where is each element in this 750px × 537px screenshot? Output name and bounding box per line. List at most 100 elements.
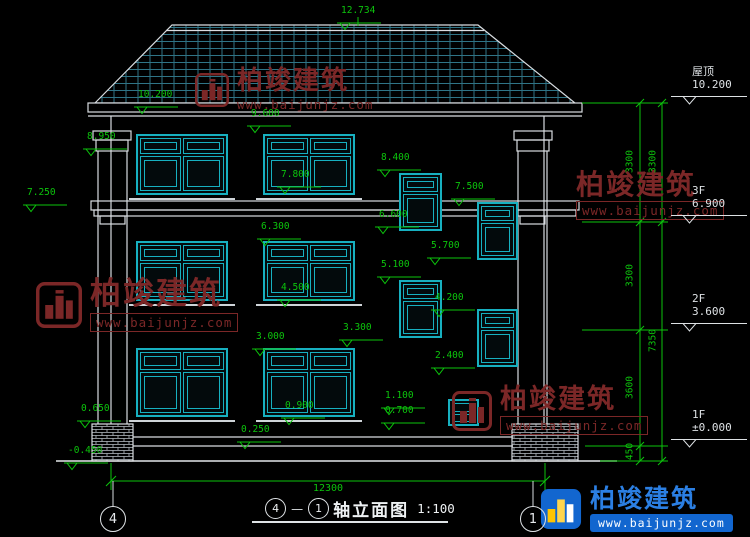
elevation-marker: 6.600	[374, 210, 420, 239]
window-pane	[267, 372, 308, 413]
window-pane	[183, 138, 224, 154]
watermark-brand: 柏竣建筑	[576, 168, 697, 201]
title-dash: —	[291, 501, 304, 516]
window-sill	[256, 420, 362, 422]
floor-elevation: 10.200	[692, 78, 732, 91]
elevation-marker: 0.250	[236, 425, 282, 454]
elevation-marker: 9.600	[246, 109, 292, 138]
axis-leader-lines	[112, 481, 534, 506]
title-bubble-4: 4	[265, 498, 287, 519]
watermark-brand: 柏竣建筑	[590, 484, 699, 513]
watermark: 柏竣建筑 www.baijunjz.com	[452, 384, 649, 436]
watermark-url: www.baijunjz.com	[590, 514, 733, 533]
elevation-value: 7.500	[455, 181, 484, 192]
elevation-value: 6.600	[379, 209, 408, 220]
window-pane	[267, 138, 308, 154]
elevation-marker: 7.250	[22, 188, 68, 217]
elevation-value: 9.600	[251, 108, 280, 119]
window	[263, 134, 355, 195]
watermark-logo-footer: 柏竣建筑 www.baijunjz.com	[540, 484, 733, 533]
elevation-marker: 4.200	[430, 293, 476, 322]
level-symbol-icon	[252, 348, 296, 357]
elevation-marker: 3.300	[338, 323, 384, 352]
level-symbol-icon	[671, 439, 747, 448]
eave-fascia	[87, 102, 583, 113]
elevation-value: 3.300	[343, 322, 372, 333]
window-pane	[267, 245, 308, 261]
level-symbol-icon	[381, 407, 425, 416]
window-pane	[267, 352, 308, 371]
elevation-value: 12.734	[341, 5, 376, 16]
level-symbol-icon	[281, 417, 325, 426]
title-bubble-1: 1	[308, 498, 330, 519]
dimension-label: 3600	[624, 376, 636, 399]
window-pane	[140, 138, 181, 154]
elevation-marker: 4.500	[276, 283, 322, 312]
window-pane	[481, 206, 514, 221]
window-sill	[256, 198, 362, 200]
walls	[110, 116, 545, 424]
elevation-marker: 0.650	[76, 404, 122, 433]
elevation-value: 5.700	[431, 240, 460, 251]
dimension-label: 3300	[624, 264, 636, 287]
window-pane	[140, 372, 181, 413]
window-pane	[481, 330, 514, 363]
elevation-value: 8.950	[87, 131, 116, 142]
level-symbol-icon	[337, 22, 381, 31]
elevation-marker: 7.500	[450, 182, 496, 211]
level-symbol-icon	[134, 106, 178, 115]
floor-label: 3F	[692, 184, 706, 197]
floor-label: 2F	[692, 292, 706, 305]
level-symbol-icon	[377, 169, 421, 178]
dimension-lines	[105, 17, 668, 490]
window	[477, 309, 518, 367]
watermark: 柏竣建筑 www.baijunjz.com	[36, 276, 239, 332]
elevation-value: 4.500	[281, 282, 310, 293]
title-text: 轴立面图	[333, 501, 410, 521]
window-pane	[183, 245, 224, 261]
watermark-brand: 柏竣建筑	[90, 276, 222, 312]
elevation-value: 6.300	[261, 221, 290, 232]
floor-level-marker: 1F±0.000	[670, 408, 750, 453]
floor-elevation: 3.600	[692, 305, 726, 318]
window	[136, 348, 228, 417]
window	[399, 280, 442, 338]
elevation-marker: 5.700	[426, 241, 472, 270]
window-pane	[310, 155, 351, 191]
elevation-marker: 7.800	[276, 170, 322, 199]
elevation-value: 0.250	[241, 424, 270, 435]
watermark-brand: 柏竣建筑	[237, 66, 350, 96]
level-symbol-icon	[339, 339, 383, 348]
dimension-label: 450	[624, 442, 636, 461]
elevation-value: 7.250	[27, 187, 56, 198]
window	[136, 241, 228, 301]
watermark-brand: 柏竣建筑	[500, 384, 616, 415]
elevation-marker: 8.950	[82, 132, 128, 161]
level-symbol-icon	[431, 367, 475, 376]
level-symbol-icon	[431, 309, 475, 318]
window-pane	[403, 301, 438, 334]
watermark-logo-icon	[452, 390, 492, 431]
level-symbol-icon	[64, 462, 108, 471]
window-pane	[183, 352, 224, 371]
level-symbol-icon	[77, 420, 121, 429]
level-symbol-icon	[381, 422, 425, 431]
elevation-marker: 12.734	[336, 6, 382, 35]
window-sill	[129, 420, 235, 422]
axis-bubble-1: 1	[520, 506, 546, 532]
elevation-value: 0.700	[385, 405, 414, 416]
window-pane	[310, 245, 351, 261]
window-pane	[140, 352, 181, 371]
elevation-value: 7.800	[281, 169, 310, 180]
elevation-value: 8.400	[381, 152, 410, 163]
level-symbol-icon	[247, 125, 291, 134]
level-symbol-icon	[671, 323, 747, 332]
elevation-value: 0.650	[81, 403, 110, 414]
elevation-marker: 2.400	[430, 351, 476, 380]
window-pane	[481, 313, 514, 328]
floor-elevation: 6.900	[692, 197, 726, 210]
